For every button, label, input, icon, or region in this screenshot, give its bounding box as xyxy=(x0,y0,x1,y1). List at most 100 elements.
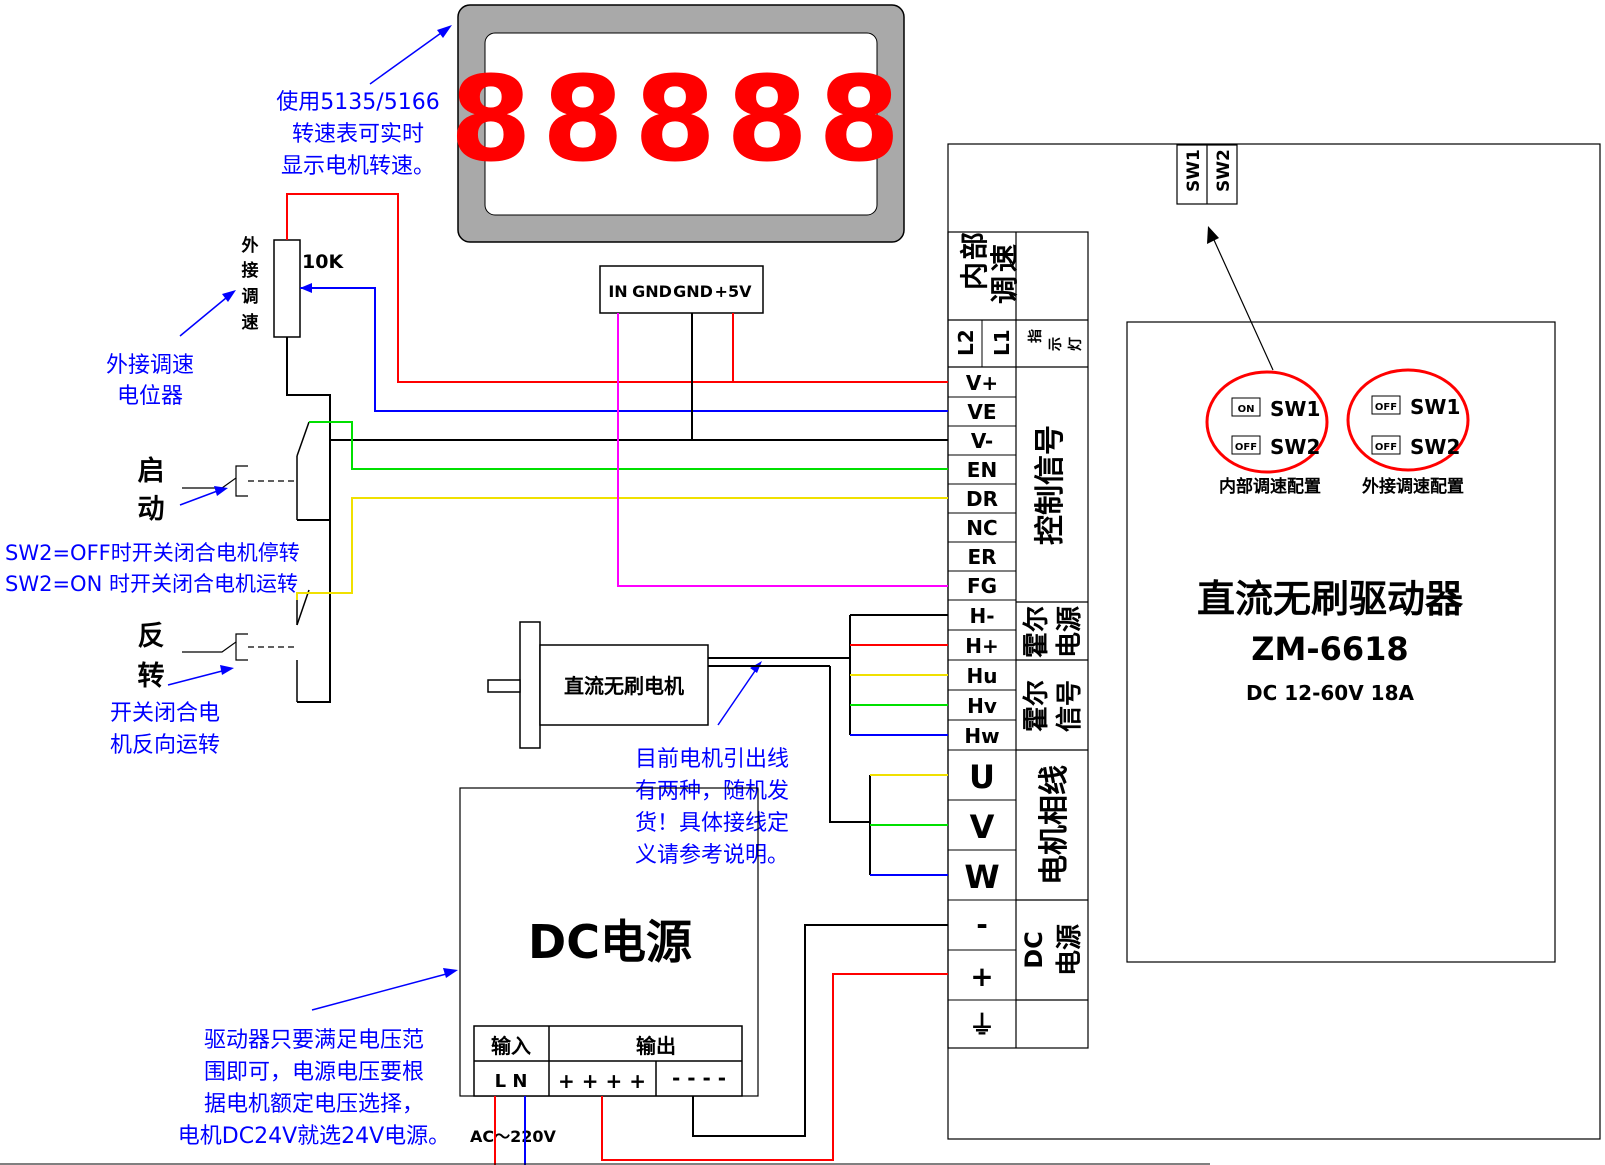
bldc-motor: 直流无刷电机 xyxy=(487,621,709,749)
pin-row-lines xyxy=(948,320,1016,1001)
wire-dc-plus xyxy=(601,973,948,1161)
reverse-switch: 反 转 xyxy=(138,589,310,702)
dc-group-label-1: DC xyxy=(1020,931,1048,969)
pot-value: 10K xyxy=(302,251,344,273)
hall-signal-label-1: 霍尔 xyxy=(1021,680,1052,732)
cfg-ext-sw1-state: OFF xyxy=(1375,402,1397,413)
psu-ac-label: AC～220V xyxy=(470,1127,557,1146)
pin-hu: Hu xyxy=(967,664,998,688)
pin-dc-minus: - xyxy=(976,908,988,941)
pin-en: EN xyxy=(967,458,997,482)
psu-note-line-1: 驱动器只要满足电压范 xyxy=(204,1028,424,1053)
pin-nc: NC xyxy=(966,516,997,540)
sw-header-sw1: SW1 xyxy=(1184,149,1204,192)
start-switch-note: SW2=OFF时开关闭合电机停转 SW2=ON 时开关闭合电机运转 xyxy=(5,486,300,596)
hall-power-label-2: 电源 xyxy=(1055,606,1085,658)
pin-hv: Hv xyxy=(967,694,997,718)
cfg-int-caption: 内部调速配置 xyxy=(1219,476,1321,497)
cfg-int-sw1: SW1 xyxy=(1270,397,1320,421)
tachometer-terminal-block: IN GND GND +5V xyxy=(599,265,764,314)
tachometer-note: 使用5135/5166 转速表可实时 显示电机转速。 xyxy=(276,25,452,179)
pin-u: U xyxy=(969,758,995,796)
tach-note-line-2: 转速表可实时 xyxy=(292,122,424,147)
psu-note: 驱动器只要满足电压范 围即可，电源电压要根 据电机额定电压选择， 电机DC24V… xyxy=(178,968,458,1149)
psu-title: DC电源 xyxy=(528,915,692,969)
cfg-ext-sw2: SW2 xyxy=(1410,435,1460,459)
internal-speed-label-4: 速 xyxy=(988,244,1021,272)
indicator-l2: L2 xyxy=(954,329,978,356)
cfg-int-sw1-state: ON xyxy=(1238,404,1255,415)
potentiometer: 外 接 调 速 10K xyxy=(242,235,344,338)
psu-input-terminals: L N xyxy=(495,1071,528,1092)
pin-hw: Hw xyxy=(964,724,999,748)
tach-terminal-gnd-2: GND xyxy=(673,282,713,301)
pot-label-2: 接 xyxy=(242,260,259,281)
motor-note-line-4: 义请参考说明。 xyxy=(635,843,789,868)
tach-note-line-3: 显示电机转速。 xyxy=(281,154,435,179)
pot-label-4: 速 xyxy=(242,312,259,333)
driver-title: 直流无刷驱动器 xyxy=(1197,577,1464,621)
potentiometer-note: 外接调速 电位器 xyxy=(106,290,236,409)
motor-note-line-1: 目前电机引出线 xyxy=(635,747,789,772)
pin-h-plus: H+ xyxy=(965,634,999,658)
indicator-label-2: 示 xyxy=(1048,337,1064,351)
tachometer-display: 88888 xyxy=(450,4,911,243)
psu-output-plus: + + + + xyxy=(558,1069,646,1093)
terminal-column: 内 部 调 速 L2 L1 指 示 灯 V+ VE V- EN DR NC ER… xyxy=(947,231,1089,1049)
motor-label: 直流无刷电机 xyxy=(564,674,684,698)
pin-ve: VE xyxy=(967,400,996,424)
indicator-l1: L1 xyxy=(990,329,1014,356)
config-internal: ON SW1 OFF SW2 内部调速配置 xyxy=(1205,370,1329,497)
motor-note-line-3: 货！具体接线定 xyxy=(635,811,789,836)
wire-dc-minus xyxy=(692,924,948,1137)
pin-w: W xyxy=(964,858,999,896)
pin-h-minus: H- xyxy=(969,604,994,628)
motor-note-line-2: 有两种，随机发 xyxy=(635,779,789,804)
pot-note-line-2: 电位器 xyxy=(117,384,183,409)
cfg-ext-sw2-state: OFF xyxy=(1375,442,1397,453)
wire-v-plus xyxy=(286,193,948,383)
psu-output-label: 输出 xyxy=(636,1034,676,1058)
start-label-1: 启 xyxy=(138,456,165,487)
start-label-2: 动 xyxy=(138,494,165,525)
motor-note: 目前电机引出线 有两种，随机发 货！具体接线定 义请参考说明。 xyxy=(635,661,789,868)
wire-ve xyxy=(300,287,948,412)
tach-terminal-gnd-1: GND xyxy=(632,282,672,301)
reverse-label-2: 转 xyxy=(138,661,165,692)
cfg-ext-sw1: SW1 xyxy=(1410,395,1460,419)
pin-ground: ⏚ xyxy=(969,1011,995,1041)
cfg-int-sw2-state: OFF xyxy=(1235,442,1257,453)
pin-v-minus: V- xyxy=(971,429,993,453)
internal-speed-label-3: 调 xyxy=(988,276,1021,304)
pot-label-3: 调 xyxy=(242,287,259,307)
start-note-line-1: SW2=OFF时开关闭合电机停转 xyxy=(5,541,300,565)
psu-note-line-2: 围即可，电源电压要根 xyxy=(204,1060,424,1085)
dc-group-label-2: 电源 xyxy=(1055,924,1085,976)
pot-label-1: 外 xyxy=(242,235,259,256)
dc-power-supply: DC电源 输入 输出 L N + + + + - - - - AC～220V xyxy=(459,787,759,1146)
driver-spec: DC 12-60V 18A xyxy=(1246,681,1414,705)
wire-dr xyxy=(296,497,948,600)
reverse-note-line-1: 开关闭合电 xyxy=(110,701,220,726)
psu-note-line-4: 电机DC24V就选24V电源。 xyxy=(178,1124,450,1149)
wires xyxy=(0,193,1210,1165)
tachometer-digits: 88888 xyxy=(450,50,911,188)
pot-note-line-1: 外接调速 xyxy=(106,353,194,378)
indicator-label-1: 指 xyxy=(1027,329,1044,343)
reverse-label-1: 反 xyxy=(138,621,165,652)
psu-note-line-3: 据电机额定电压选择， xyxy=(204,1092,424,1117)
wire-fg xyxy=(617,313,948,587)
wire-pot-bottom xyxy=(286,337,331,703)
psu-output-minus: - - - - xyxy=(672,1066,726,1090)
config-external: OFF SW1 OFF SW2 外接调速配置 xyxy=(1346,368,1470,497)
hall-signal-label-2: 信号 xyxy=(1055,680,1085,732)
bldc-driver: SW1 SW2 直流无刷驱动器 ZM-6618 DC 12-60V 18A ON… xyxy=(947,143,1601,1140)
start-switch: 启 动 xyxy=(138,421,310,525)
wire-en xyxy=(309,421,948,470)
start-note-line-2: SW2=ON 时开关闭合电机运转 xyxy=(5,572,298,596)
pin-fg: FG xyxy=(967,574,997,598)
phase-group-label: 电机相线 xyxy=(1037,765,1072,885)
pin-dc-plus: + xyxy=(970,960,993,993)
cfg-int-sw2: SW2 xyxy=(1270,435,1320,459)
